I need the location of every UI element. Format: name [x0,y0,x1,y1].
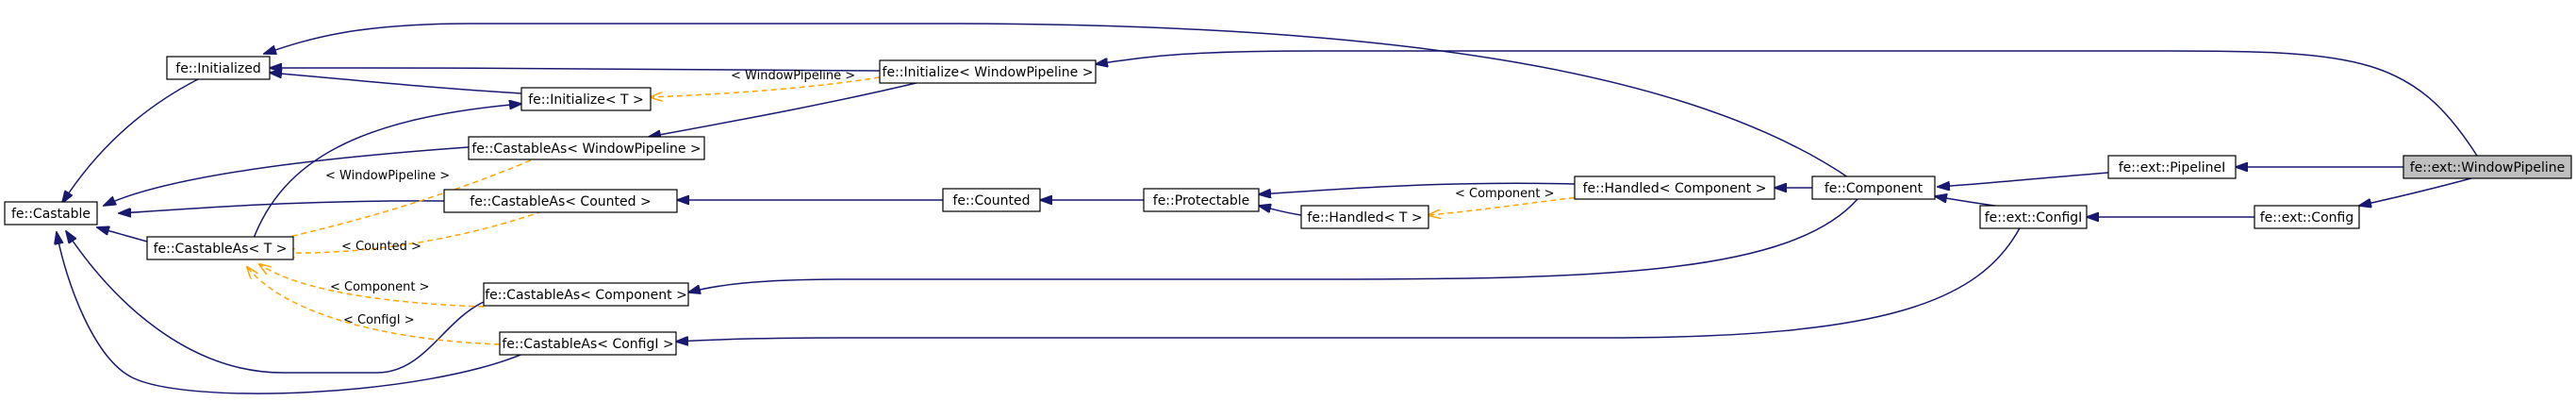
nodes: fe::ext::WindowPipeline fe::ext::Pipelin… [4,56,2572,356]
edge-configi-castableas-configi [676,226,2022,342]
edge-initialize-wp-castableas-wp [649,80,925,137]
edge-castableas-t-castable [97,227,148,242]
node-label: fe::ext::PipelineI [2119,160,2225,175]
edge-label-configi: < ConfigI > [343,313,415,327]
node-label: fe::CastableAs< ConfigI > [502,337,673,352]
node-handled-component[interactable]: fe::Handled< Component > [1574,175,1775,200]
edge-initialized-castable [62,78,199,203]
node-label: fe::CastableAs< Counted > [470,194,651,209]
edge-initialize-wp-initialized [270,68,881,71]
node-castable[interactable]: fe::Castable [4,201,98,226]
template-edge-castableas-wp [259,156,540,243]
edge-label-counted: < Counted > [341,240,421,254]
node-label: fe::Initialize< T > [528,92,643,108]
node-castableas-counted[interactable]: fe::CastableAs< Counted > [443,189,678,213]
node-config-i[interactable]: fe::ext::ConfigI [1979,205,2088,229]
node-component[interactable]: fe::Component [1811,175,1936,200]
node-label: fe::Castable [11,207,91,222]
edge-component-initialized [264,23,1849,178]
edge-handled-t-protectable [1259,206,1302,216]
template-edge-initialize-wp [651,76,881,97]
node-label: fe::Protectable [1153,193,1249,209]
node-castableas-configi[interactable]: fe::CastableAs< ConfigI > [499,331,677,356]
edge-label-component-handled: < Component > [1455,187,1555,201]
node-castableas-t[interactable]: fe::CastableAs< T > [146,236,294,260]
node-label: fe::Initialize< WindowPipeline > [883,65,1094,80]
node-initialized[interactable]: fe::Initialized [166,56,271,80]
edge-label-windowpipeline-init: < WindowPipeline > [731,69,855,83]
node-handled-t[interactable]: fe::Handled< T > [1300,205,1429,229]
node-label: fe::ext::ConfigI [1985,210,2083,226]
node-label: fe::Initialized [175,61,260,76]
node-config[interactable]: fe::ext::Config [2254,205,2360,229]
node-initialize-t[interactable]: fe::Initialize< T > [520,87,652,111]
template-edge-castableas-counted [283,210,543,253]
template-edge-castableas-configi [247,267,501,345]
node-counted[interactable]: fe::Counted [942,188,1041,212]
node-initialize-windowpipeline[interactable]: fe::Initialize< WindowPipeline > [879,59,1097,84]
edge-initialize-t-initialized [270,73,522,94]
edge-castableas-configi-castable [57,232,526,394]
edge-windowpipeline-config [2359,177,2472,206]
node-pipeline-i[interactable]: fe::ext::PipelineI [2107,155,2237,179]
node-window-pipeline[interactable]: fe::ext::WindowPipeline [2403,155,2572,179]
edge-label-component-castable: < Component > [330,280,430,294]
edge-castableas-component-castable [66,231,485,374]
node-label: fe::CastableAs< Component > [485,288,687,303]
edge-component-castableas-component [688,198,1858,292]
node-label: fe::ext::Config [2260,210,2353,226]
node-label: fe::Component [1825,181,1924,196]
edge-handled-component-protectable [1259,182,1576,194]
node-label: fe::CastableAs< T > [154,242,288,257]
edge-windowpipeline-initialize-wp [1096,50,2478,157]
edge-castableas-counted-castable [119,200,445,213]
edge-castableas-t-initialize-t [252,104,521,242]
edge-castableas-wp-castable [104,146,470,206]
node-label: fe::Handled< T > [1307,210,1422,226]
edge-pipelinei-component [1938,172,2109,187]
node-castableas-windowpipeline[interactable]: fe::CastableAs< WindowPipeline > [468,136,705,160]
node-label: fe::CastableAs< WindowPipeline > [471,142,701,157]
template-edges [247,76,1604,345]
template-edge-handled-component [1428,193,1604,215]
node-castableas-component[interactable]: fe::CastableAs< Component > [483,282,689,307]
edge-labels: < WindowPipeline > < WindowPipeline > < … [325,69,1555,327]
template-edge-castableas-component [259,264,485,308]
node-label: fe::Handled< Component > [1583,181,1767,196]
node-label: fe::Counted [952,193,1030,209]
node-protectable[interactable]: fe::Protectable [1143,188,1260,212]
node-label: fe::ext::WindowPipeline [2410,160,2566,175]
edge-label-windowpipeline-castable: < WindowPipeline > [325,169,450,183]
